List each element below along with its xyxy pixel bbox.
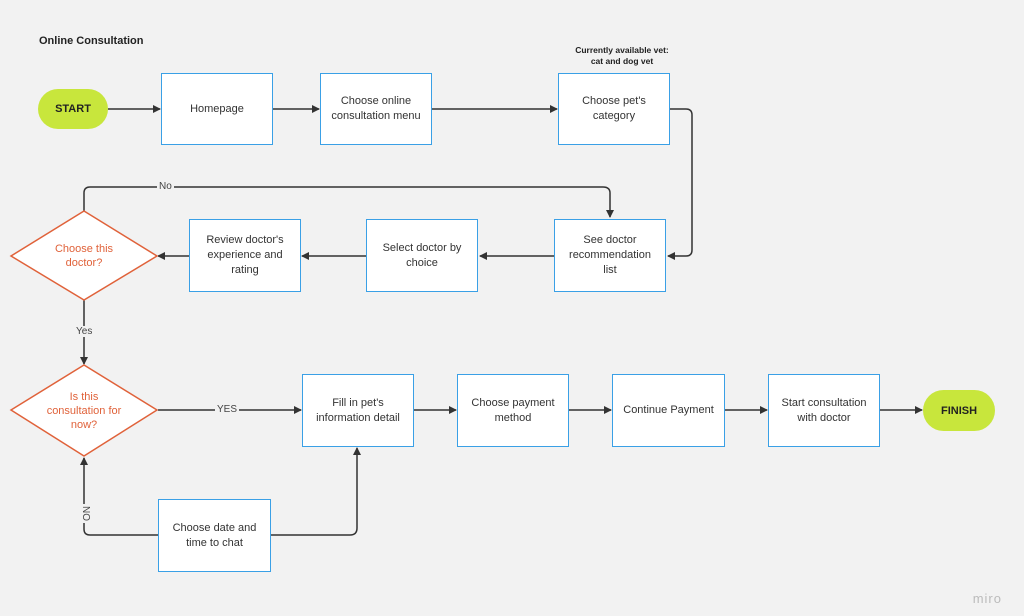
- choose-payment-node[interactable]: Choose payment method: [457, 374, 569, 447]
- edge-label-no-top: No: [157, 181, 174, 192]
- select-doctor-node[interactable]: Select doctor by choice: [366, 219, 478, 292]
- vet-availability-note: Currently available vet: cat and dog vet: [575, 45, 669, 66]
- decision-diamond-consultation-now: [9, 364, 159, 457]
- edge-label-yes-down: Yes: [74, 326, 95, 337]
- see-recommendation-node[interactable]: See doctor recommendation list: [554, 219, 666, 292]
- choose-menu-node[interactable]: Choose online consultation menu: [320, 73, 432, 145]
- miro-logo: miro: [972, 591, 1002, 606]
- choose-date-node[interactable]: Choose date and time to chat: [158, 499, 271, 572]
- continue-payment-node[interactable]: Continue Payment: [612, 374, 725, 447]
- choose-category-node[interactable]: Choose pet's category: [558, 73, 670, 145]
- edge-category-recommendation: [667, 108, 693, 260]
- edge-label-no-left: NO: [80, 504, 91, 523]
- diagram-title: Online Consultation: [39, 35, 144, 47]
- edge-date-now: [80, 457, 158, 536]
- fill-info-node[interactable]: Fill in pet's information detail: [302, 374, 414, 447]
- homepage-node[interactable]: Homepage: [161, 73, 273, 145]
- finish-node[interactable]: FINISH: [923, 390, 995, 431]
- edge-date-fill: [271, 447, 361, 536]
- choose-doctor-decision-label[interactable]: Choose this doctor?: [54, 243, 114, 269]
- edge-label-yes-right: YES: [215, 404, 240, 415]
- decision-diamond-choose-doctor: [9, 210, 159, 301]
- start-consultation-node[interactable]: Start consultation with doctor: [768, 374, 880, 447]
- consultation-now-decision-label[interactable]: Is this consultation for now?: [46, 391, 122, 431]
- review-doctor-node[interactable]: Review doctor's experience and rating: [189, 219, 301, 292]
- start-node[interactable]: START: [38, 89, 108, 129]
- edge-decision-no: [83, 186, 614, 218]
